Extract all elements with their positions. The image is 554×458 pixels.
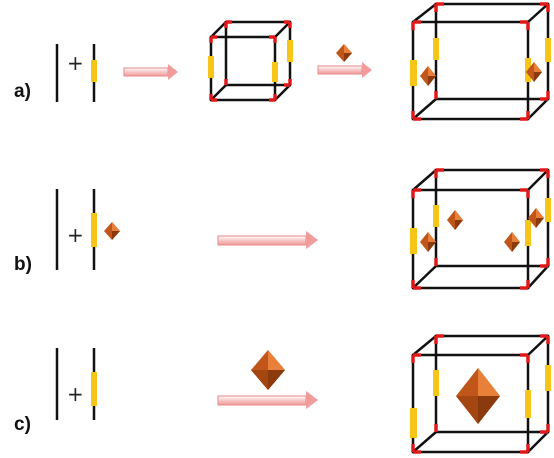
row-b-ligand: + <box>55 189 120 270</box>
row-c-arrow <box>217 391 318 409</box>
row-a-guest-icon <box>336 44 352 62</box>
row-c-label: c) <box>14 414 31 435</box>
row-c-encapsulated-guest <box>456 368 500 424</box>
row-a-label: a) <box>14 81 31 102</box>
row-a-large-cage <box>410 2 551 121</box>
row-b-cage <box>410 168 551 290</box>
row-c-guest-icon <box>251 350 285 390</box>
row-a-ligand: + <box>55 44 97 102</box>
row-c-plus: + <box>67 382 84 406</box>
row-a-small-cage <box>208 20 293 102</box>
row-c-cage <box>410 334 551 454</box>
row-c-ligand: + <box>55 348 97 420</box>
row-a-arrow-1 <box>123 64 178 80</box>
row-a-arrow-2 <box>317 62 372 78</box>
row-b-label: b) <box>14 254 32 275</box>
row-b-arrow <box>217 231 318 249</box>
row-b-plus: + <box>67 223 84 247</box>
row-a-plus: + <box>67 51 84 75</box>
